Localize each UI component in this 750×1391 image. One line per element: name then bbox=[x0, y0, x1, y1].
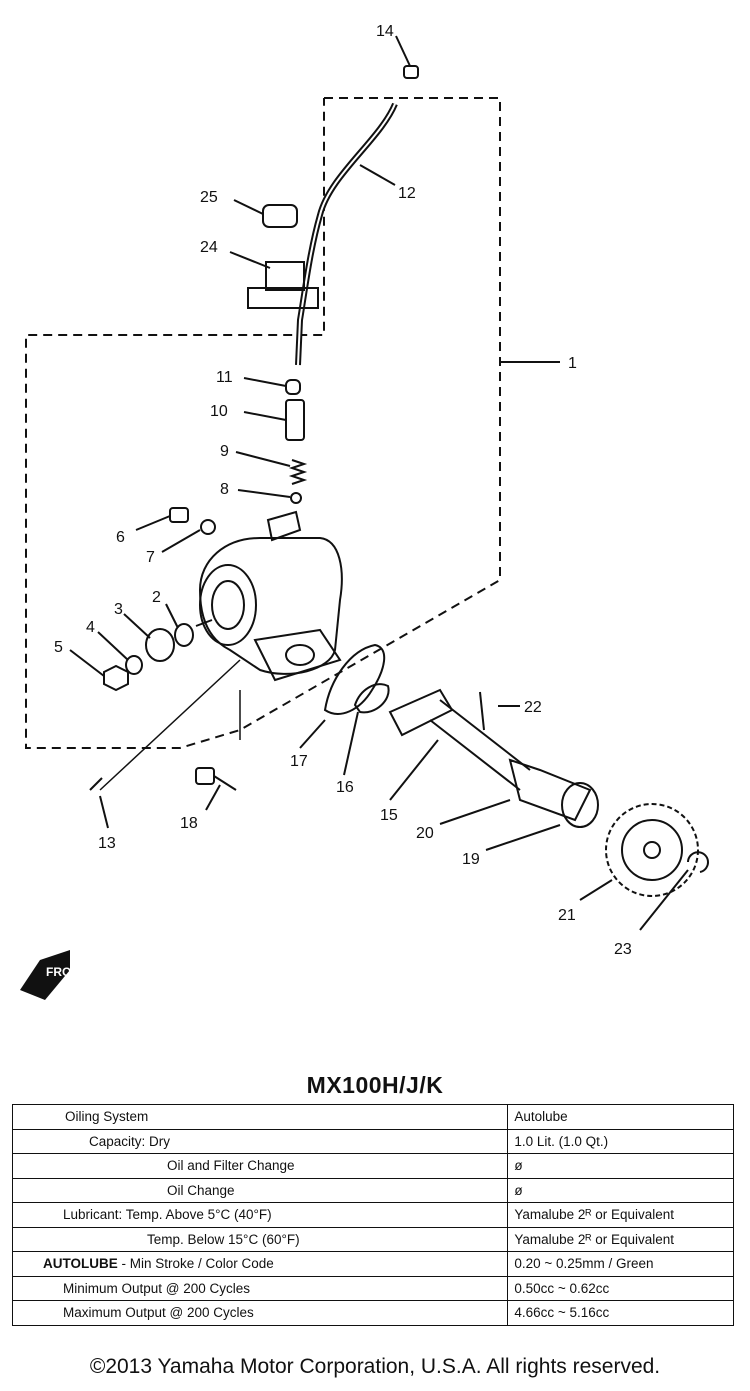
callout-3: 3 bbox=[114, 601, 123, 618]
callout-21: 21 bbox=[558, 907, 576, 924]
callout-23: 23 bbox=[614, 941, 632, 958]
spec-table-title: MX100H/J/K bbox=[306, 1072, 444, 1098]
row-value: 1.0 Lit. (1.0 Qt.) bbox=[507, 1128, 734, 1154]
spring-part bbox=[288, 459, 308, 485]
spec-table: Oiling System Autolube Capacity: Dry 1.0… bbox=[11, 1104, 734, 1326]
banjo-bolt-part bbox=[285, 399, 305, 441]
row-label: Oil Change bbox=[11, 1177, 509, 1203]
callout-9: 9 bbox=[220, 443, 229, 460]
row-label: Oil and Filter Change bbox=[11, 1153, 509, 1179]
pump-drive-shaft-part bbox=[388, 688, 599, 828]
gasket-17-part bbox=[323, 643, 386, 715]
row-value: Yamalube 2ᴿ or Equivalent bbox=[507, 1226, 734, 1252]
callout-10: 10 bbox=[210, 403, 228, 420]
callout-20: 20 bbox=[416, 825, 434, 842]
callout-4: 4 bbox=[86, 619, 95, 636]
row-value: ø bbox=[507, 1177, 734, 1203]
row-value: ø bbox=[507, 1153, 734, 1179]
callout-24: 24 bbox=[200, 239, 218, 256]
washer-4-part bbox=[125, 655, 143, 675]
callout-18: 18 bbox=[180, 815, 198, 832]
copyright-notice: ©2013 Yamaha Motor Corporation, U.S.A. A… bbox=[89, 1355, 661, 1378]
callout-8: 8 bbox=[220, 481, 229, 498]
oil-pump-body bbox=[195, 510, 343, 682]
pin-22-part bbox=[479, 691, 485, 731]
row-label-bold: AUTOLUBE bbox=[43, 1256, 118, 1272]
row-label: Minimum Output @ 200 Cycles bbox=[11, 1275, 509, 1301]
washer-part bbox=[285, 379, 301, 395]
row-value: 0.50cc ~ 0.62cc bbox=[507, 1275, 734, 1301]
callout-11: 11 bbox=[216, 369, 233, 386]
callout-22: 22 bbox=[524, 699, 542, 716]
callout-1: 1 bbox=[568, 355, 577, 372]
plate-3-part bbox=[145, 628, 175, 662]
cap-part bbox=[262, 204, 298, 228]
callout-17: 17 bbox=[290, 753, 308, 770]
row-value: Yamalube 2ᴿ or Equivalent bbox=[507, 1202, 734, 1228]
nut-5-part bbox=[103, 664, 129, 692]
row-label: Capacity: Dry bbox=[11, 1128, 509, 1154]
callout-12: 12 bbox=[398, 185, 416, 202]
callout-6: 6 bbox=[116, 529, 125, 546]
row-label: Oiling System bbox=[11, 1104, 509, 1130]
row-label: AUTOLUBE - Min Stroke / Color Code bbox=[11, 1251, 509, 1277]
callout-16: 16 bbox=[336, 779, 354, 796]
svg-text:FRO: FRO bbox=[46, 965, 71, 979]
driven-gear-21-part bbox=[605, 803, 699, 897]
callout-15: 15 bbox=[380, 807, 398, 824]
pin-13-part bbox=[89, 777, 103, 791]
callout-25: 25 bbox=[200, 189, 218, 206]
callout-5: 5 bbox=[54, 639, 63, 656]
bolt-18-part bbox=[195, 767, 215, 785]
table-row: Oil Change ø bbox=[11, 1177, 734, 1203]
gasket-16-part bbox=[353, 683, 390, 714]
exploded-parts-diagram: FRO 1 2 3 4 5 6 7 8 9 10 11 12 13 14 15 … bbox=[20, 23, 709, 1000]
row-label: Maximum Output @ 200 Cycles bbox=[11, 1300, 509, 1326]
callout-13: 13 bbox=[98, 835, 116, 852]
circlip-23-part bbox=[687, 851, 709, 873]
callout-7: 7 bbox=[146, 549, 155, 566]
table-row: Temp. Below 15°C (60°F) Yamalube 2ᴿ or E… bbox=[11, 1226, 734, 1252]
bolt-6-part bbox=[169, 507, 189, 523]
ball-part bbox=[290, 492, 302, 504]
callout-14: 14 bbox=[376, 23, 394, 40]
table-row: Oiling System Autolube bbox=[11, 1104, 734, 1130]
table-row: Oil and Filter Change ø bbox=[11, 1153, 734, 1179]
row-label-rest: - Min Stroke / Color Code bbox=[117, 1256, 274, 1272]
washer-2-part bbox=[174, 623, 194, 647]
table-row: AUTOLUBE - Min Stroke / Color Code 0.20 … bbox=[11, 1251, 734, 1277]
clip-part bbox=[403, 65, 419, 79]
row-label: Lubricant: Temp. Above 5°C (40°F) bbox=[11, 1202, 509, 1228]
callout-2: 2 bbox=[152, 589, 161, 606]
table-row: Lubricant: Temp. Above 5°C (40°F) Yamalu… bbox=[11, 1202, 734, 1228]
row-label: Temp. Below 15°C (60°F) bbox=[11, 1226, 509, 1252]
holder-part bbox=[247, 261, 319, 309]
table-row: Capacity: Dry 1.0 Lit. (1.0 Qt.) bbox=[11, 1128, 734, 1154]
oil-hose bbox=[295, 102, 398, 366]
row-value: Autolube bbox=[507, 1104, 734, 1130]
row-value: 4.66cc ~ 5.16cc bbox=[507, 1300, 734, 1326]
front-arrow-icon: FRO bbox=[20, 950, 71, 1000]
table-row: Minimum Output @ 200 Cycles 0.50cc ~ 0.6… bbox=[11, 1275, 734, 1301]
table-row: Maximum Output @ 200 Cycles 4.66cc ~ 5.1… bbox=[11, 1300, 734, 1326]
assembly-boundary bbox=[25, 97, 501, 749]
row-value: 0.20 ~ 0.25mm / Green bbox=[507, 1251, 734, 1277]
bolt-7-part bbox=[200, 519, 216, 535]
callout-19: 19 bbox=[462, 851, 480, 868]
